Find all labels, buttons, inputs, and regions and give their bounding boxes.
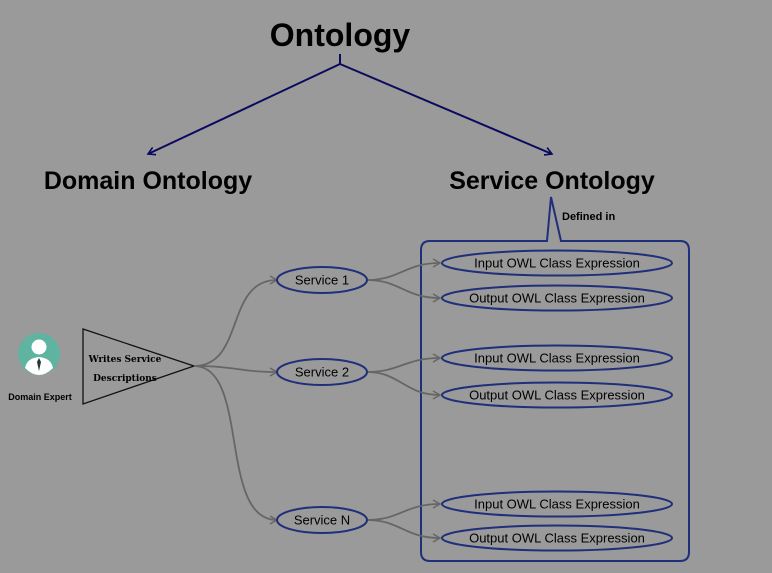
service-ontology-callout — [420, 196, 690, 562]
service-group-n: Service N Input OWL Class Expression Out… — [276, 490, 673, 552]
action-text-line1: Writes Service — [88, 355, 162, 365]
service-1-input-label: Input OWL Class Expression — [474, 256, 640, 271]
service-2-output-connector — [366, 371, 442, 400]
ontology-tree-lines — [146, 54, 554, 156]
person-avatar-icon — [18, 333, 60, 375]
defined-in-label: Defined in — [562, 211, 615, 223]
service-1-label: Service 1 — [295, 273, 349, 288]
triangle-to-service-connectors — [193, 275, 279, 525]
ontology-title: Ontology — [270, 17, 411, 53]
service-n-input-label: Input OWL Class Expression — [474, 497, 640, 512]
service-2-output-label: Output OWL Class Expression — [469, 388, 645, 403]
service-n-output-connector — [366, 519, 442, 543]
service-n-output-label: Output OWL Class Expression — [469, 531, 645, 546]
service-1-output-node[interactable] — [441, 284, 673, 312]
domain-branch-arrow — [146, 54, 341, 156]
service-branch-arrow — [339, 63, 554, 156]
service-1-input-connector — [366, 258, 442, 281]
service-2-input-node[interactable] — [441, 344, 673, 372]
domain-ontology-label: Domain Ontology — [44, 167, 252, 195]
connector-to-service-n — [193, 365, 279, 525]
action-text-line2: Descriptions — [93, 374, 157, 384]
service-group-2: Service 2 Input OWL Class Expression Out… — [276, 344, 673, 409]
service-1-node[interactable] — [276, 266, 368, 294]
service-1-input-node[interactable] — [441, 249, 673, 277]
service-n-label: Service N — [294, 513, 350, 528]
service-2-input-connector — [366, 353, 442, 373]
domain-expert-label: Domain Expert — [8, 392, 72, 402]
service-2-input-label: Input OWL Class Expression — [474, 351, 640, 366]
service-n-output-node[interactable] — [441, 524, 673, 552]
service-1-output-label: Output OWL Class Expression — [469, 291, 645, 306]
service-2-label: Service 2 — [295, 365, 349, 380]
connector-to-service-2 — [193, 365, 279, 377]
service-1-output-connector — [366, 279, 442, 303]
service-n-input-node[interactable] — [441, 490, 673, 518]
service-ontology-label: Service Ontology — [449, 167, 655, 195]
service-n-node[interactable] — [276, 506, 368, 534]
service-group-1: Service 1 Input OWL Class Expression Out… — [276, 249, 673, 312]
service-2-output-node[interactable] — [441, 381, 673, 409]
service-2-node[interactable] — [276, 358, 368, 386]
connector-to-service-1 — [193, 275, 279, 367]
writes-descriptions-triangle — [82, 328, 197, 405]
service-n-input-connector — [366, 499, 442, 521]
